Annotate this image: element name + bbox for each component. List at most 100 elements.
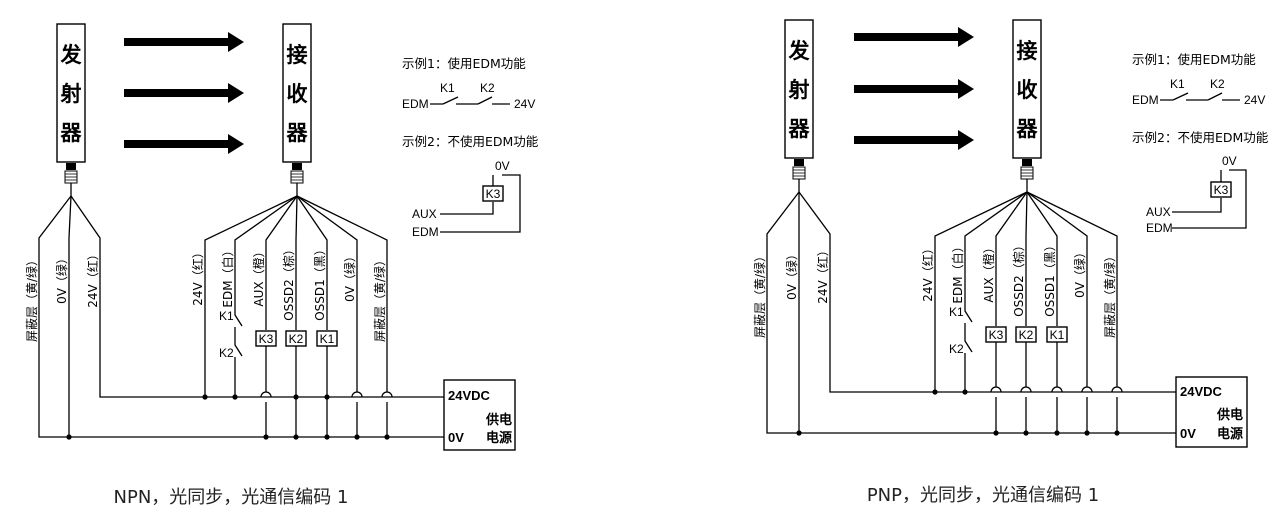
emitter-char-1: 发 <box>60 43 83 67</box>
psu-label-line2: 电源 <box>1217 426 1243 442</box>
receiver-wire-shield-label: 屏蔽层（黄/绿） <box>1102 250 1117 338</box>
receiver-wire-ossd2-label: OSSD2（棕） <box>281 243 296 321</box>
example2-relay-k3 <box>1210 181 1232 198</box>
svg-text:K2: K2 <box>1019 328 1034 342</box>
example1-24v-label: 24V <box>514 97 535 111</box>
contact-k1-label: K1 <box>219 309 234 323</box>
example2-0v-label: 0V <box>495 159 510 173</box>
example1-k2-label: K2 <box>480 81 495 95</box>
psu-label-line1: 供电 <box>1216 407 1243 423</box>
example1-edm-label: EDM <box>1132 93 1159 107</box>
psu-label-line1: 供电 <box>485 412 512 428</box>
edm-examples: 示例1：使用EDM功能 EDM K1 K2 24V 示例2：不使用EDM功能 0… <box>402 56 539 239</box>
emitter-char-1: 发 <box>788 39 811 63</box>
emitter-wire-24v-label: 24V（红） <box>85 248 100 307</box>
relay-k3: K3 <box>985 326 1007 343</box>
emitter-wire-0v-label: 0V（绿） <box>54 252 69 304</box>
psu-24vdc-label: 24VDC <box>1180 384 1223 399</box>
emitter-wire-0v-label: 0V（绿） <box>784 248 799 300</box>
receiver-char-2: 收 <box>287 82 308 106</box>
receiver-wire-0v-label: 0V（绿） <box>1072 246 1087 298</box>
psu-24vdc-label: 24VDC <box>448 388 491 403</box>
beam-arrow-3 <box>854 130 974 150</box>
example2-k3-label: K3 <box>1214 183 1229 197</box>
example2-k3-label: K3 <box>486 187 501 201</box>
emitter-wiring <box>38 195 444 438</box>
beam-arrow-1 <box>124 32 244 52</box>
receiver-wire-aux-label: AUX（橙） <box>981 241 996 302</box>
emitter-char-2: 射 <box>60 82 82 106</box>
emitter-unit: 发 射 器 <box>56 23 86 196</box>
beam-arrow-2 <box>124 83 244 103</box>
emitter-char-3: 器 <box>788 117 811 141</box>
relay-k1: K1 <box>316 330 338 347</box>
example1-edm-label: EDM <box>402 97 429 111</box>
emitter-wiring <box>766 191 1176 434</box>
receiver-char-3: 器 <box>286 121 309 145</box>
contact-k2-label: K2 <box>949 342 964 356</box>
receiver-wire-ossd2-label: OSSD2（棕） <box>1011 239 1026 317</box>
receiver-wire-24v-label: 24V（红） <box>920 242 935 301</box>
receiver-wire-aux-label: AUX（橙） <box>251 245 266 306</box>
emitter-wire-24v-label: 24V（红） <box>815 244 830 303</box>
receiver-char-3: 器 <box>1016 117 1039 141</box>
receiver-unit: 接 收 器 <box>282 23 312 196</box>
receiver-wire-edm-label: EDM（白） <box>220 244 235 307</box>
contact-k1-label: K1 <box>949 305 964 319</box>
example2-aux-label: AUX <box>412 207 437 221</box>
diagram-npn: 发 射 器 屏蔽层（黄/绿） 0V（绿） 24V（红） 接 收 器 <box>24 23 539 508</box>
receiver-char-1: 接 <box>1017 39 1038 63</box>
receiver-char-2: 收 <box>1017 78 1038 102</box>
example1-title: 示例1：使用EDM功能 <box>1132 52 1256 67</box>
receiver-unit: 接 收 器 <box>1012 19 1042 192</box>
edm-examples: 示例1：使用EDM功能 EDM K1 K2 24V 示例2：不使用EDM功能 0… <box>1132 52 1269 235</box>
receiver-wire-ossd1-label: OSSD1（黑） <box>1043 239 1057 317</box>
svg-text:K1: K1 <box>320 332 335 346</box>
example2-relay-k3 <box>482 185 504 202</box>
receiver-char-1: 接 <box>287 43 308 67</box>
svg-text:K3: K3 <box>989 328 1004 342</box>
emitter-unit: 发 射 器 <box>784 19 814 192</box>
example2-edm-label: EDM <box>1146 221 1173 235</box>
example1-k1-label: K1 <box>440 81 455 95</box>
relay-k2: K2 <box>1015 326 1037 343</box>
receiver-wire-0v-label: 0V（绿） <box>342 250 357 302</box>
example2-aux-label: AUX <box>1146 205 1171 219</box>
example2-title: 示例2：不使用EDM功能 <box>402 134 539 149</box>
power-supply: 24VDC 0V 供电 电源 <box>1175 376 1248 448</box>
relay-k3: K3 <box>255 330 277 347</box>
diagram-pnp: 发 射 器 屏蔽层（黄/绿） 0V（绿） 24V（红） 接 收 器 <box>752 19 1269 506</box>
psu-label-line2: 电源 <box>486 430 512 446</box>
power-supply: 24VDC 0V 供电 电源 <box>443 379 516 451</box>
beam-arrow-1 <box>854 27 974 47</box>
light-beam-arrows <box>124 32 244 154</box>
example2-edm-label: EDM <box>412 225 439 239</box>
relay-k2: K2 <box>285 330 307 347</box>
npn-caption: NPN，光同步，光通信编码 1 <box>114 487 349 508</box>
emitter-char-3: 器 <box>60 121 83 145</box>
example1-24v-label: 24V <box>1244 93 1265 107</box>
contact-k2-label: K2 <box>219 346 234 360</box>
emitter-wire-shield-label: 屏蔽层（黄/绿） <box>24 254 39 342</box>
psu-0v-label: 0V <box>448 430 464 445</box>
receiver-wire-shield-label: 屏蔽层（黄/绿） <box>372 254 387 342</box>
example1-k2-label: K2 <box>1210 77 1225 91</box>
psu-0v-label: 0V <box>1180 426 1196 441</box>
example2-0v-label: 0V <box>1222 154 1237 168</box>
svg-text:K1: K1 <box>1050 328 1065 342</box>
example1-title: 示例1：使用EDM功能 <box>402 56 526 71</box>
receiver-wiring <box>934 191 1118 433</box>
emitter-char-2: 射 <box>788 78 810 102</box>
junction-dots <box>796 389 1120 436</box>
receiver-wiring <box>204 195 388 437</box>
receiver-wire-edm-label: EDM（白） <box>950 240 965 303</box>
emitter-wire-shield-label: 屏蔽层（黄/绿） <box>752 250 767 338</box>
junction-dots <box>66 394 390 440</box>
receiver-wire-24v-label: 24V（红） <box>190 246 205 305</box>
svg-text:K2: K2 <box>289 332 304 346</box>
svg-text:K3: K3 <box>259 332 274 346</box>
beam-arrow-3 <box>124 134 244 154</box>
relay-k1: K1 <box>1046 326 1068 343</box>
example2-title: 示例2：不使用EDM功能 <box>1132 130 1269 145</box>
